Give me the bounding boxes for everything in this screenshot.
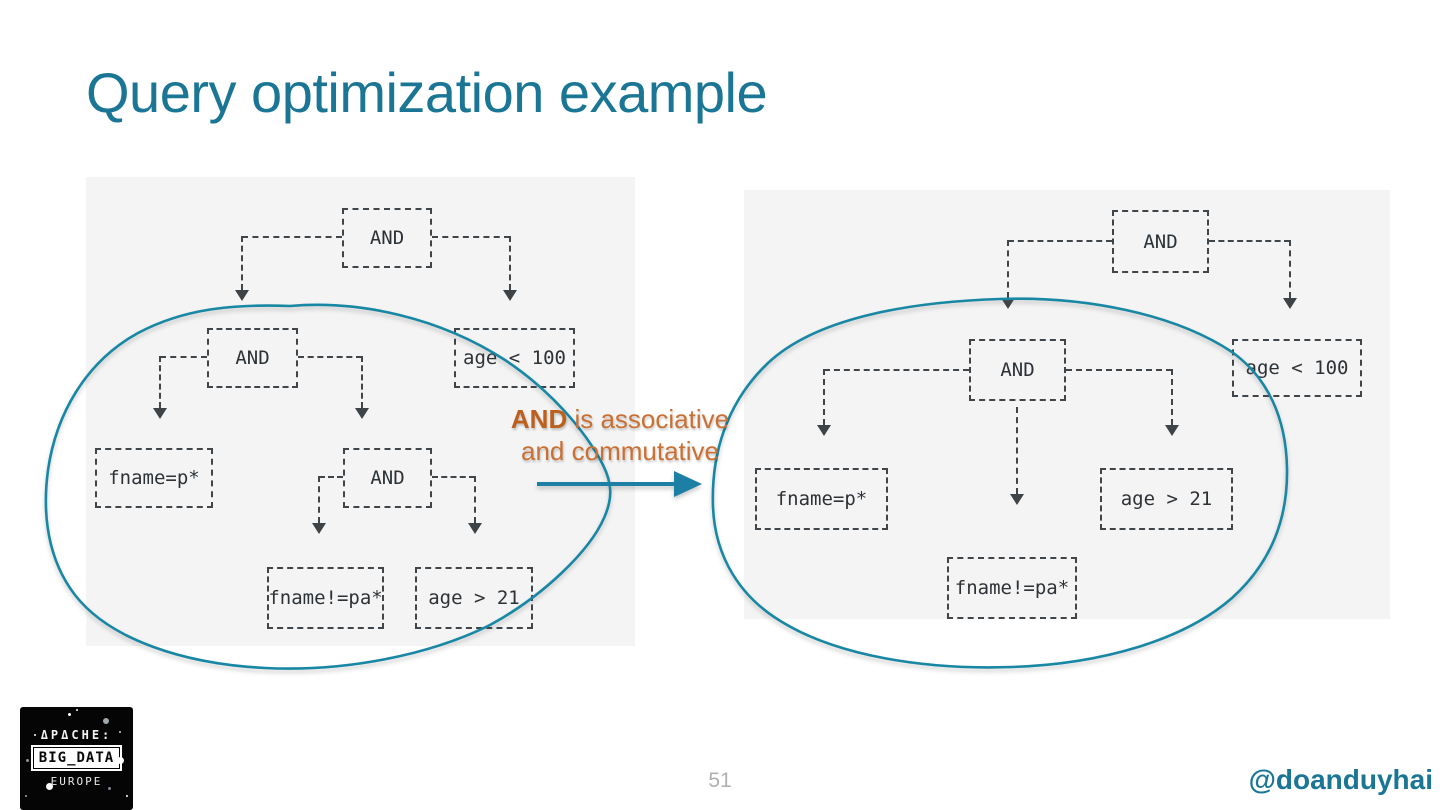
connector-line	[1016, 407, 1018, 494]
logo-europe-text: EUROPE	[50, 775, 103, 788]
left-tree-age-gt-21: age > 21	[415, 567, 533, 629]
right-tree-age-lt-100: age < 100	[1232, 339, 1362, 397]
connector-line	[298, 356, 362, 358]
arrow-down-icon	[235, 290, 249, 301]
transform-arrow-head	[674, 471, 702, 497]
left-tree-fname-eq-p: fname=p*	[95, 448, 213, 508]
left-tree-fname-neq-pa: fname!=pa*	[267, 567, 384, 629]
connector-line	[319, 476, 343, 478]
connector-line	[432, 476, 475, 478]
right-tree-fname-neq-pa: fname!=pa*	[947, 557, 1077, 619]
connector-line	[509, 236, 511, 290]
arrow-down-icon	[1001, 298, 1015, 309]
arrow-down-icon	[1165, 425, 1179, 436]
arrow-down-icon	[817, 425, 831, 436]
star-dot	[108, 787, 111, 790]
annotation-keyword: AND	[510, 404, 568, 434]
connector-line	[1066, 369, 1172, 371]
star-dot	[117, 757, 124, 764]
connector-line	[1209, 240, 1290, 242]
arrow-down-icon	[468, 523, 482, 534]
right-tree-and-subtree: AND	[969, 339, 1066, 401]
star-dot	[86, 781, 88, 783]
right-tree-root-and: AND	[1112, 210, 1209, 273]
connector-line	[824, 369, 969, 371]
connector-line	[1008, 240, 1112, 242]
star-dot	[76, 709, 78, 711]
annotation-text: AND is associative and commutative	[490, 403, 750, 467]
apache-big-data-europe-logo: ΔPΔCHE: BIG_DATA EUROPE	[20, 707, 133, 810]
left-tree-and-subtree: AND	[207, 328, 298, 388]
arrow-down-icon	[355, 408, 369, 419]
logo-apache-text: ΔPΔCHE:	[40, 728, 113, 742]
connector-line	[823, 369, 825, 425]
right-tree-age-gt-21: age > 21	[1100, 468, 1233, 530]
arrow-down-icon	[1283, 298, 1297, 309]
arrow-down-icon	[503, 290, 517, 301]
connector-line	[361, 356, 363, 408]
connector-line	[474, 476, 476, 523]
arrow-down-icon	[312, 523, 326, 534]
connector-line	[318, 476, 320, 523]
page-number: 51	[708, 769, 732, 792]
connector-line	[242, 236, 342, 238]
right-tree-fname-eq-p: fname=p*	[755, 468, 888, 530]
connector-line	[1007, 240, 1009, 298]
star-dot	[68, 713, 71, 716]
connector-line	[241, 236, 243, 290]
logo-bigdata-text: BIG_DATA	[30, 745, 123, 771]
connector-line	[1289, 240, 1291, 298]
star-dot	[34, 734, 36, 736]
connector-line	[1171, 369, 1173, 425]
left-tree-age-lt-100: age < 100	[454, 328, 575, 388]
left-tree-nested-and: AND	[343, 448, 432, 508]
star-dot	[119, 731, 121, 733]
connector-line	[432, 236, 510, 238]
connector-line	[160, 356, 207, 358]
arrow-down-icon	[153, 408, 167, 419]
connector-line	[159, 356, 161, 408]
twitter-handle: @doanduyhai	[1248, 764, 1433, 795]
annotation-line2: and commutative	[521, 436, 719, 466]
star-dot	[46, 783, 53, 790]
star-dot	[126, 795, 128, 797]
annotation-rest: is associative	[567, 404, 730, 434]
slide-title: Query optimization example	[86, 61, 768, 124]
right-diagram-panel	[744, 190, 1390, 619]
star-dot	[26, 759, 29, 762]
star-dot	[103, 718, 109, 724]
arrow-down-icon	[1010, 494, 1024, 505]
star-dot	[25, 795, 27, 797]
left-tree-root-and: AND	[342, 208, 432, 268]
